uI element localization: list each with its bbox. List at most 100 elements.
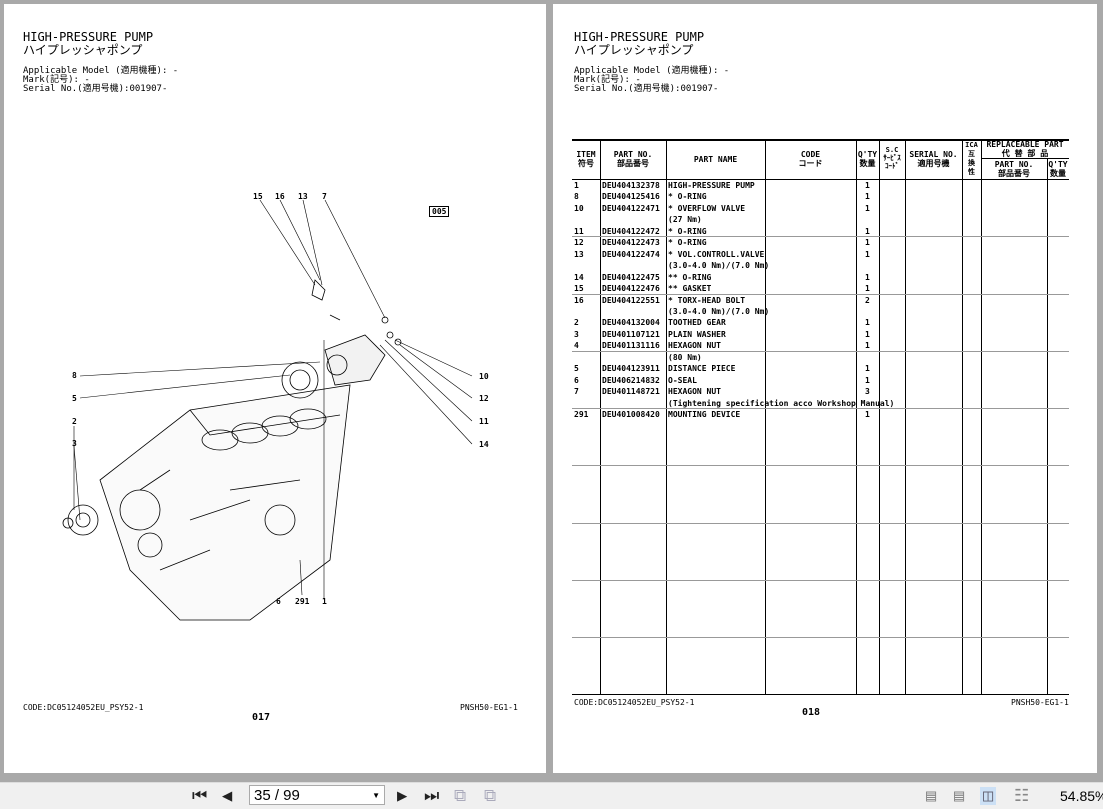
- callout-11: 11: [479, 417, 489, 426]
- table-cell-name: ** GASKET: [668, 284, 712, 294]
- viewer-toolbar: ⏮ ◀ 35 / 99 ▼ ▶ ⏭ ⧉ ⧉ ▤ ▤ ◫ ☷ 54.85%: [0, 782, 1103, 809]
- page-select[interactable]: 35 / 99 ▼: [249, 785, 385, 805]
- table-cell-name: MOUNTING DEVICE: [668, 410, 741, 419]
- row-separator: [572, 293, 1069, 295]
- table-cell-part: DEU401008420: [602, 410, 660, 419]
- page-title: HIGH-PRESSURE PUMP: [574, 30, 705, 44]
- row-separator: [572, 408, 1069, 409]
- first-page-icon[interactable]: ⏮: [192, 786, 208, 806]
- table-cell-part: DEU404132378: [602, 181, 660, 190]
- callout-6: 6: [276, 597, 281, 606]
- col-part-no: PART NO.部品番号: [613, 150, 653, 168]
- two-page-continuous-icon[interactable]: ☷: [1014, 786, 1030, 806]
- table-cell-name: * O-RING: [668, 192, 707, 202]
- chevron-down-icon: ▼: [372, 791, 380, 800]
- table-cell-item: 13: [574, 249, 584, 259]
- row-separator: [572, 236, 1069, 238]
- document-code: CODE:DC05124052EU_PSY52-1: [23, 703, 144, 712]
- callout-14: 14: [479, 440, 489, 449]
- table-cell-qty: 1: [865, 181, 870, 190]
- right-page: [553, 4, 1097, 773]
- table-cell-qty: 2: [865, 295, 870, 305]
- table-cell-part: DEU404123911: [602, 364, 660, 374]
- table-cell-name: (80 Nm): [668, 352, 702, 362]
- two-page-icon[interactable]: ◫: [980, 787, 997, 805]
- table-cell-item: 16: [574, 295, 584, 305]
- rotate-right-icon[interactable]: ⧉: [484, 786, 497, 806]
- table-cell-part: DEU406214832: [602, 375, 660, 385]
- table-cell-qty: 3: [865, 387, 870, 397]
- manual-ref: PNSH50-EG1-1: [460, 703, 518, 712]
- table-cell-name: ** O-RING: [668, 272, 712, 282]
- table-cell-part: DEU404122476: [602, 284, 660, 294]
- table-cell-part: DEU404122472: [602, 226, 660, 236]
- table-cell-qty: 1: [865, 329, 870, 339]
- table-cell-name: HEXAGON NUT: [668, 387, 721, 397]
- table-cell-item: 11: [574, 226, 584, 236]
- table-cell-part: DEU401107121: [602, 329, 660, 339]
- table-cell-qty: 1: [865, 410, 870, 419]
- table-cell-item: 3: [574, 329, 579, 339]
- table-cell-name: * VOL.CONTROLL.VALVE: [668, 249, 765, 259]
- applicable-model: Applicable Model (適用機種): -: [574, 66, 730, 76]
- continuous-icon[interactable]: ▤: [954, 786, 965, 806]
- table-cell-part: DEU404122551: [602, 295, 660, 305]
- table-cell-qty: 1: [865, 375, 870, 385]
- prev-page-icon[interactable]: ◀: [222, 786, 233, 806]
- table-cell-item: 8: [574, 192, 579, 202]
- table-cell-item: 6: [574, 375, 579, 385]
- callout-8: 8: [72, 371, 77, 380]
- table-cell-qty: 1: [865, 203, 870, 213]
- callout-291: 291: [295, 597, 310, 606]
- zoom-level[interactable]: 54.85%: [1060, 788, 1103, 804]
- table-cell-name: (Tightening specification acco Workshop …: [668, 398, 895, 408]
- table-cell-part: DEU404132004: [602, 318, 660, 328]
- callout-5: 5: [72, 394, 77, 403]
- table-cell-part: DEU404125416: [602, 192, 660, 202]
- callout-16: 16: [275, 192, 285, 201]
- table-cell-part: DEU404122473: [602, 238, 660, 248]
- table-cell-item: 291: [574, 410, 589, 419]
- table-cell-name: DISTANCE PIECE: [668, 364, 736, 374]
- table-cell-name: * OVERFLOW VALVE: [668, 203, 746, 213]
- table-cell-qty: 1: [865, 192, 870, 202]
- table-cell-name: HEXAGON NUT: [668, 341, 721, 351]
- mark: Mark(記号): -: [574, 75, 641, 85]
- table-cell-qty: 1: [865, 341, 870, 351]
- callout-12: 12: [479, 394, 489, 403]
- table-cell-qty: 1: [865, 272, 870, 282]
- last-page-icon[interactable]: ⏭: [424, 786, 440, 806]
- group-box-label: 005: [429, 206, 450, 217]
- next-page-icon[interactable]: ▶: [397, 786, 408, 806]
- table-cell-name: * O-RING: [668, 238, 707, 248]
- rotate-left-icon[interactable]: ⧉: [454, 786, 467, 806]
- col-repl-part-no: PART NO.部品番号: [994, 160, 1034, 178]
- callout-10: 10: [479, 372, 489, 381]
- page-title-jp: ハイプレッシャポンプ: [23, 43, 143, 57]
- callout-1: 1: [322, 597, 327, 606]
- table-cell-item: 2: [574, 318, 579, 328]
- table-cell-item: 15: [574, 284, 584, 294]
- row-separator: [572, 350, 1069, 352]
- document-code: CODE:DC05124052EU_PSY52-1: [574, 698, 695, 707]
- table-cell-name: (3.0-4.0 Nm)/(7.0 Nm): [668, 306, 770, 316]
- table-cell-part: DEU401131116: [602, 341, 660, 351]
- serial-no: Serial No.(適用号機):001907-: [23, 84, 168, 94]
- table-cell-part: DEU404122471: [602, 203, 660, 213]
- table-cell-name: TOOTHED GEAR: [668, 318, 726, 328]
- serial-no: Serial No.(適用号機):001907-: [574, 84, 719, 94]
- table-cell-item: 1: [574, 181, 579, 190]
- page-value: 35 / 99: [254, 787, 300, 804]
- page-number: 017: [252, 712, 271, 723]
- single-page-icon[interactable]: ▤: [926, 786, 937, 806]
- table-cell-item: 12: [574, 238, 584, 248]
- callout-2: 2: [72, 417, 77, 426]
- page-title-jp: ハイプレッシャポンプ: [574, 43, 694, 57]
- table-cell-qty: 1: [865, 318, 870, 328]
